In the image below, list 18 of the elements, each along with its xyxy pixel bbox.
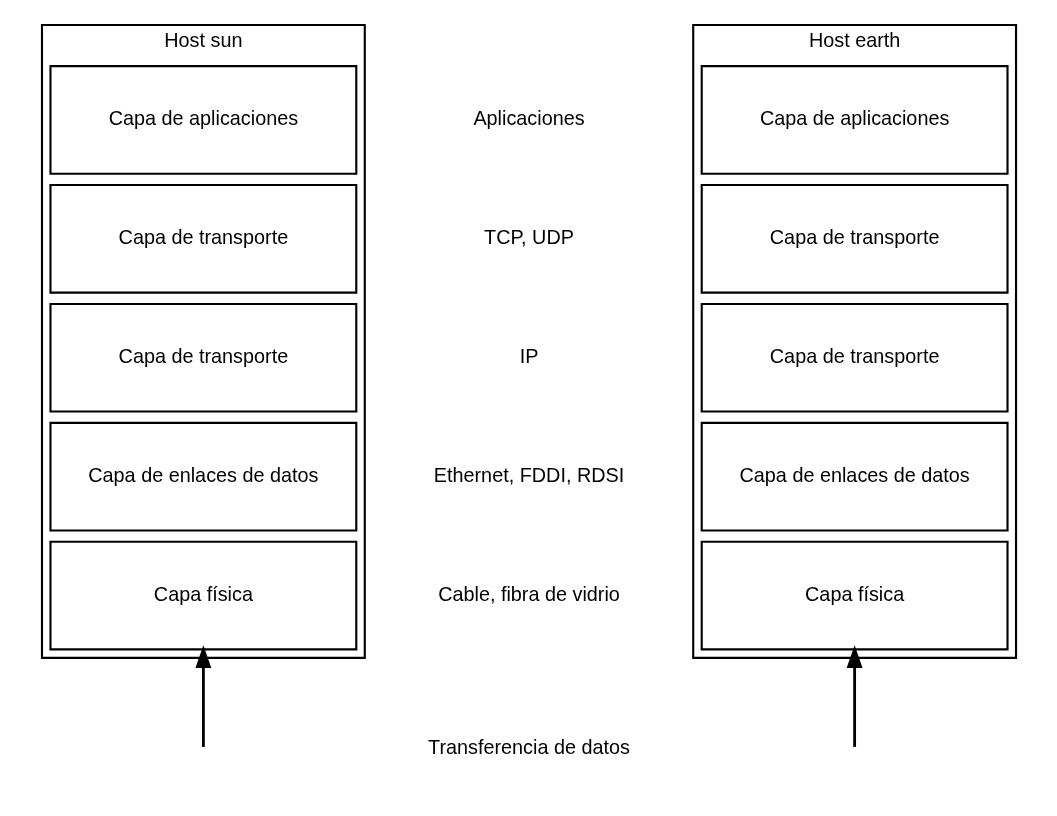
label: IP [519, 344, 538, 367]
node-box: Capa de enlaces de datos [700, 421, 1009, 532]
arrow [846, 645, 863, 747]
node-box: Capa de transporte [700, 302, 1009, 413]
label: Cable, fibra de vidrio [437, 582, 620, 605]
label: TCP, UDP [483, 226, 574, 249]
node-box: Capa de enlaces de datos [48, 421, 357, 532]
arrow [194, 645, 211, 747]
node-box: Capa física [48, 540, 357, 651]
node-box: Capa de transporte [48, 302, 357, 413]
label: Aplicaciones [472, 107, 585, 130]
label: Ethernet, FDDI, RDSI [433, 463, 624, 486]
node-box: Capa física [700, 540, 1009, 651]
node-box: Capa de transporte [48, 183, 357, 294]
node-box: Capa de aplicaciones [48, 65, 357, 175]
node-box: Capa de transporte [700, 183, 1009, 294]
node-box: Capa de aplicaciones [700, 65, 1009, 175]
label: Transferencia de datos [427, 735, 630, 758]
